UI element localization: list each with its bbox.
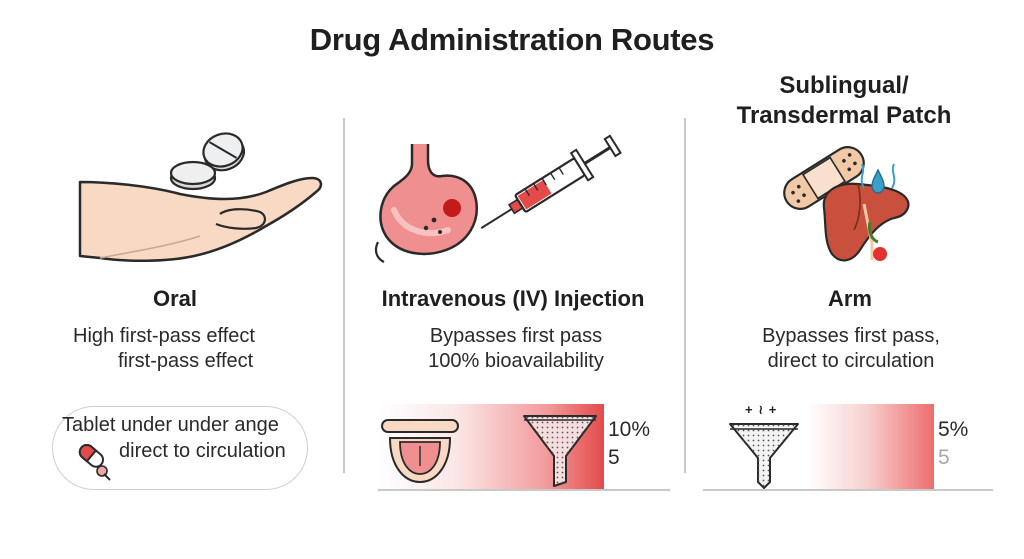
oral-note-card	[52, 406, 308, 490]
subheading-line-1: Sublingual/	[779, 72, 909, 99]
transdermal-bar-baseline	[703, 489, 993, 491]
drop-icon	[860, 163, 896, 194]
column-divider-1	[343, 118, 345, 473]
iv-bar-value-2: 5	[608, 446, 620, 469]
liver-icon	[822, 182, 910, 262]
bandage-icon	[783, 146, 865, 210]
capsule-icon	[78, 444, 111, 481]
transdermal-absorption-bar	[703, 404, 934, 490]
heading-arm: Arm	[827, 286, 872, 311]
page-title: Drug Administration Routes	[309, 22, 715, 57]
transdermal-bar-value-1: 5%	[938, 418, 969, 441]
oral-desc-line-1: High first-pass effect	[73, 325, 255, 347]
column-divider-2	[684, 118, 686, 473]
iv-bar-baseline	[378, 489, 670, 491]
heading-oral: Oral	[152, 286, 198, 311]
arm-desc-line-1: Bypasses first pass,	[762, 325, 940, 347]
tablets-icon	[169, 132, 246, 191]
stomach-icon	[374, 144, 478, 263]
iv-bar-value-1: 10%	[608, 418, 651, 441]
oral-note-line-2: direct to circulation	[119, 440, 286, 462]
hand-icon	[78, 176, 323, 263]
funnel-icon	[523, 415, 597, 487]
iv-desc-line-1: Bypasses first pass	[429, 325, 603, 347]
tongue-icon	[381, 419, 459, 484]
heading-iv: Intravenous (IV) Injection	[381, 286, 645, 311]
funnel-icon	[729, 423, 799, 489]
funnel-label: + ≀ +	[745, 402, 778, 417]
oral-desc-line-2: first-pass effect	[118, 350, 254, 372]
syringe-icon	[480, 134, 622, 229]
subheading-line-2: Transdermal Patch	[736, 102, 952, 129]
transdermal-bar-value-2: 5	[938, 446, 950, 469]
oral-note-line-1: Tablet under under ange	[62, 414, 279, 436]
iv-desc-line-2: 100% bioavailability	[428, 350, 604, 372]
arm-desc-line-2: direct to circulation	[767, 350, 935, 372]
